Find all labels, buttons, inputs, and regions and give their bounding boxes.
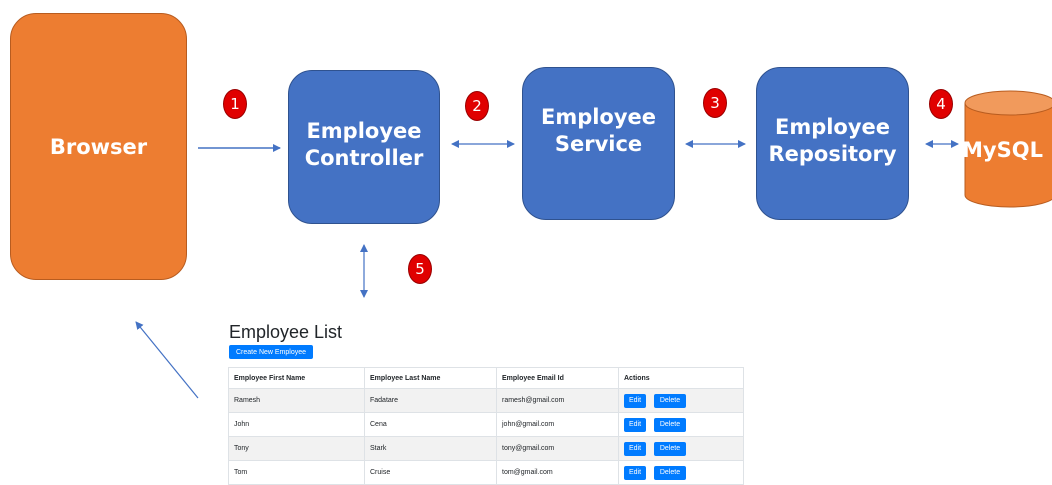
controller-label-line2: Controller (304, 146, 424, 170)
service-label-line1: Employee (540, 104, 657, 129)
arrow-view-to-browser (135, 321, 199, 399)
step-badge-5: 5 (408, 254, 432, 284)
database-label: MySQL (962, 138, 1043, 162)
step-badge-2: 2 (465, 91, 489, 121)
table-row: Tom Cruise tom@gmail.com Edit Delete (228, 460, 744, 485)
cell-last-name: Stark (364, 436, 497, 461)
cell-first-name: John (228, 412, 365, 437)
step-badge-4: 4 (929, 89, 953, 119)
employee-controller-box: Employee Controller (288, 70, 440, 224)
cell-first-name: Tom (228, 460, 365, 485)
create-employee-button[interactable]: Create New Employee (229, 345, 313, 359)
delete-button[interactable]: Delete (654, 441, 686, 456)
cell-email: tony@gmail.com (496, 436, 619, 461)
column-header-email: Employee Email Id (496, 367, 619, 389)
delete-button[interactable]: Delete (654, 393, 686, 408)
employee-list-title: Employee List (229, 322, 343, 342)
cell-actions: Edit Delete (618, 412, 744, 437)
cell-last-name: Cena (364, 412, 497, 437)
cell-first-name: Ramesh (228, 388, 365, 413)
cell-actions: Edit Delete (618, 460, 744, 485)
cell-email: tom@gmail.com (496, 460, 619, 485)
cell-email: ramesh@gmail.com (496, 388, 619, 413)
table-row: John Cena john@gmail.com Edit Delete (228, 412, 744, 437)
controller-label-line1: Employee (306, 119, 422, 143)
column-header-first-name: Employee First Name (228, 367, 365, 389)
table-row: Ramesh Fadatare ramesh@gmail.com Edit Del… (228, 388, 744, 413)
step-badge-1: 1 (223, 89, 247, 119)
edit-button[interactable]: Edit (624, 465, 646, 480)
cell-last-name: Fadatare (364, 388, 497, 413)
edit-button[interactable]: Edit (624, 393, 646, 408)
edit-button[interactable]: Edit (624, 417, 646, 432)
browser-label: Browser (49, 134, 148, 159)
cell-last-name: Cruise (364, 460, 497, 485)
cell-actions: Edit Delete (618, 436, 744, 461)
delete-button[interactable]: Delete (654, 465, 686, 480)
cell-email: john@gmail.com (496, 412, 619, 437)
repository-label-line1: Employee (774, 114, 891, 139)
table-header-row: Employee First Name Employee Last Name E… (228, 367, 744, 389)
employee-repository-box: Employee Repository (756, 67, 909, 220)
employee-table: Employee First Name Employee Last Name E… (228, 367, 744, 485)
column-header-last-name: Employee Last Name (364, 367, 497, 389)
service-label-line2: Service (554, 131, 643, 156)
cell-first-name: Tony (228, 436, 365, 461)
repository-label-line2: Repository (768, 141, 897, 166)
table-row: Tony Stark tony@gmail.com Edit Delete (228, 436, 744, 461)
cell-actions: Edit Delete (618, 388, 744, 413)
database-cylinder-icon (964, 90, 1052, 208)
edit-button[interactable]: Edit (624, 441, 646, 456)
employee-service-box: Employee Service (522, 67, 675, 220)
step-badge-3: 3 (703, 88, 727, 118)
column-header-actions: Actions (618, 367, 744, 389)
delete-button[interactable]: Delete (654, 417, 686, 432)
browser-box: Browser (10, 13, 187, 280)
